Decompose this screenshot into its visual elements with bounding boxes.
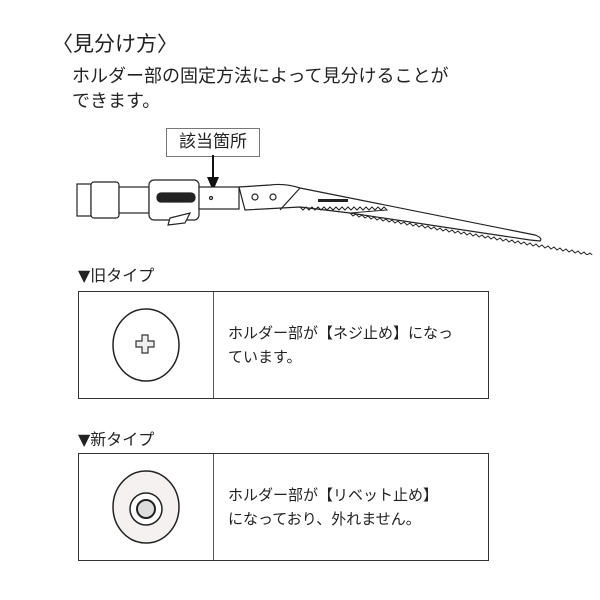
blade-joint bbox=[279, 187, 301, 211]
old-type-line-1: ホルダー部が【ネジ止め】になっ bbox=[228, 324, 454, 342]
new-type-line-2: になっており、外れません。 bbox=[228, 510, 421, 528]
intro-text: ホルダー部の固定方法によって見分けることが できます。 bbox=[72, 64, 449, 114]
old-type-description: ホルダー部が【ネジ止め】になっ ています。 bbox=[214, 292, 488, 398]
intro-line-2: できます。 bbox=[72, 91, 161, 112]
blade-teeth bbox=[299, 206, 593, 255]
new-type-label: ▼新タイプ bbox=[78, 430, 155, 449]
new-type-line-1: ホルダー部が【リベット止め】 bbox=[228, 486, 439, 504]
screw-icon bbox=[112, 308, 180, 382]
old-type-image-cell bbox=[79, 292, 214, 398]
blade-logo bbox=[318, 199, 348, 202]
new-type-description: ホルダー部が【リベット止め】 になっており、外れません。 bbox=[214, 454, 488, 560]
saw-illustration bbox=[76, 155, 593, 255]
screw-point bbox=[208, 195, 214, 201]
old-type-label: ▼旧タイプ bbox=[78, 266, 155, 285]
blade bbox=[238, 183, 542, 242]
holder-slot bbox=[198, 186, 240, 210]
rivet-2 bbox=[269, 193, 277, 201]
callout-arrow-head bbox=[207, 177, 219, 191]
grip-end bbox=[76, 183, 92, 217]
section-title: 〈見分け方〉 bbox=[52, 32, 178, 56]
new-type-table: ホルダー部が【リベット止め】 になっており、外れません。 bbox=[78, 453, 489, 561]
new-type-image-cell bbox=[79, 454, 214, 560]
rivet-icon bbox=[112, 470, 180, 544]
old-type-table: ホルダー部が【ネジ止め】になっ ています。 bbox=[78, 291, 489, 399]
callout-label: 該当箇所 bbox=[166, 128, 260, 157]
lever bbox=[167, 212, 192, 226]
intro-line-1: ホルダー部の固定方法によって見分けることが bbox=[72, 66, 449, 87]
old-type-line-2: ています。 bbox=[228, 348, 302, 366]
rivet-1 bbox=[251, 193, 259, 201]
grip bbox=[90, 181, 120, 219]
holder-badge bbox=[156, 192, 196, 203]
pole bbox=[118, 186, 150, 214]
